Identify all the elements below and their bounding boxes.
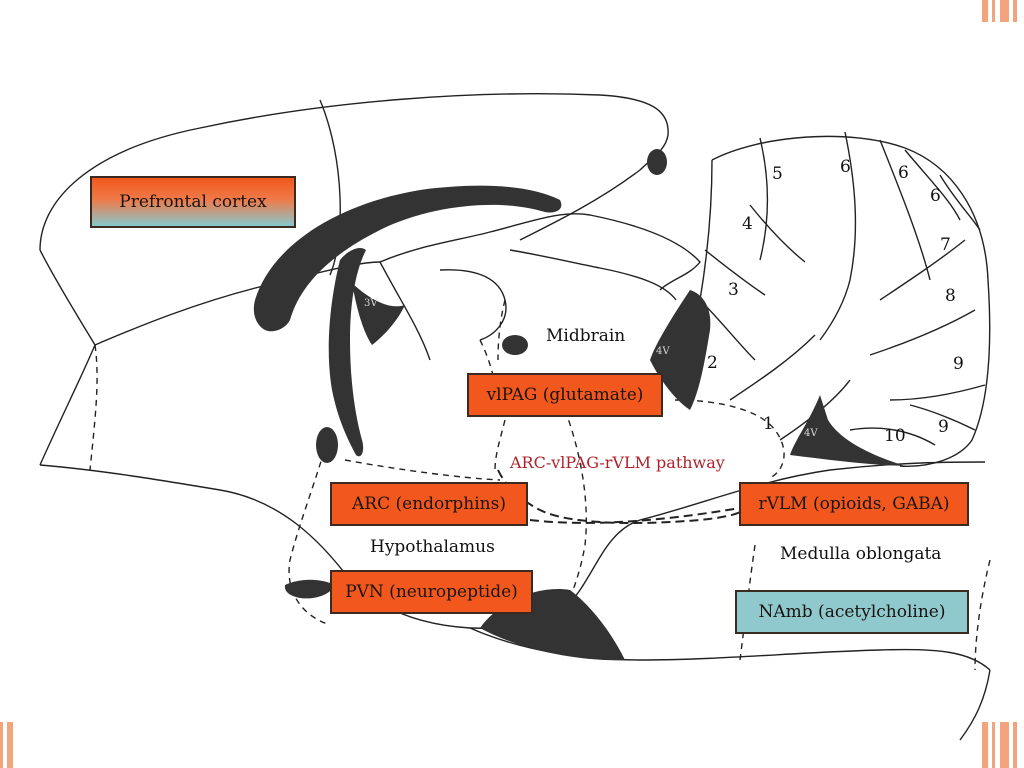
corner-decoration-bottom-left [0,722,20,768]
cortex-outline [39,93,669,251]
medulla-label: Medulla oblongata [780,544,942,564]
lobule-number: 6 [840,157,851,177]
optic-chiasm [284,579,335,599]
prefrontal-divider [319,99,341,276]
pathway-label: ARC-vlPAG-rVLM pathway [510,453,725,472]
corner-decoration-bottom-right [978,722,1024,768]
lobule-number: 3 [728,280,739,300]
vlpag-box: vlPAG (glutamate) [467,373,663,417]
hypothalamus-label: Hypothalamus [370,537,495,557]
prefrontal-cortex-box: Prefrontal cortex [90,176,296,228]
lobule-number: 5 [772,164,783,184]
corpus-callosum [253,185,562,332]
olfactory-outline [39,249,96,466]
arc-box: ARC (endorphins) [330,482,528,526]
lobule-number: 10 [884,426,906,446]
fourth-ventricle-lower [790,395,905,466]
fourth-ventricle-lower-label: 4V [804,428,818,439]
rvlm-box: rVLM (opioids, GABA) [739,482,969,526]
lobule-number: 6 [898,163,909,183]
lobule-number: 2 [707,353,718,373]
namb-box: NAmb (acetylcholine) [735,590,969,634]
lobule-number: 9 [938,417,949,437]
lobule-number: 6 [930,186,941,206]
midbrain-label: Midbrain [546,326,626,346]
fourth-ventricle-upper [650,290,711,410]
corner-decoration-top-right [978,0,1024,22]
lobule-number: 7 [940,235,951,255]
third-ventricle-label: 3V [364,298,378,309]
fornix [328,248,366,457]
pvn-box: PVN (neuropeptide) [330,570,533,614]
third-ventricle [352,283,405,345]
fourth-ventricle-upper-label: 4V [656,346,670,357]
lobule-number: 1 [763,414,774,434]
lobule-number: 9 [953,354,964,374]
cerebellum-outline [711,135,991,467]
lobule-number: 4 [742,214,753,234]
lobule-number: 8 [945,286,956,306]
